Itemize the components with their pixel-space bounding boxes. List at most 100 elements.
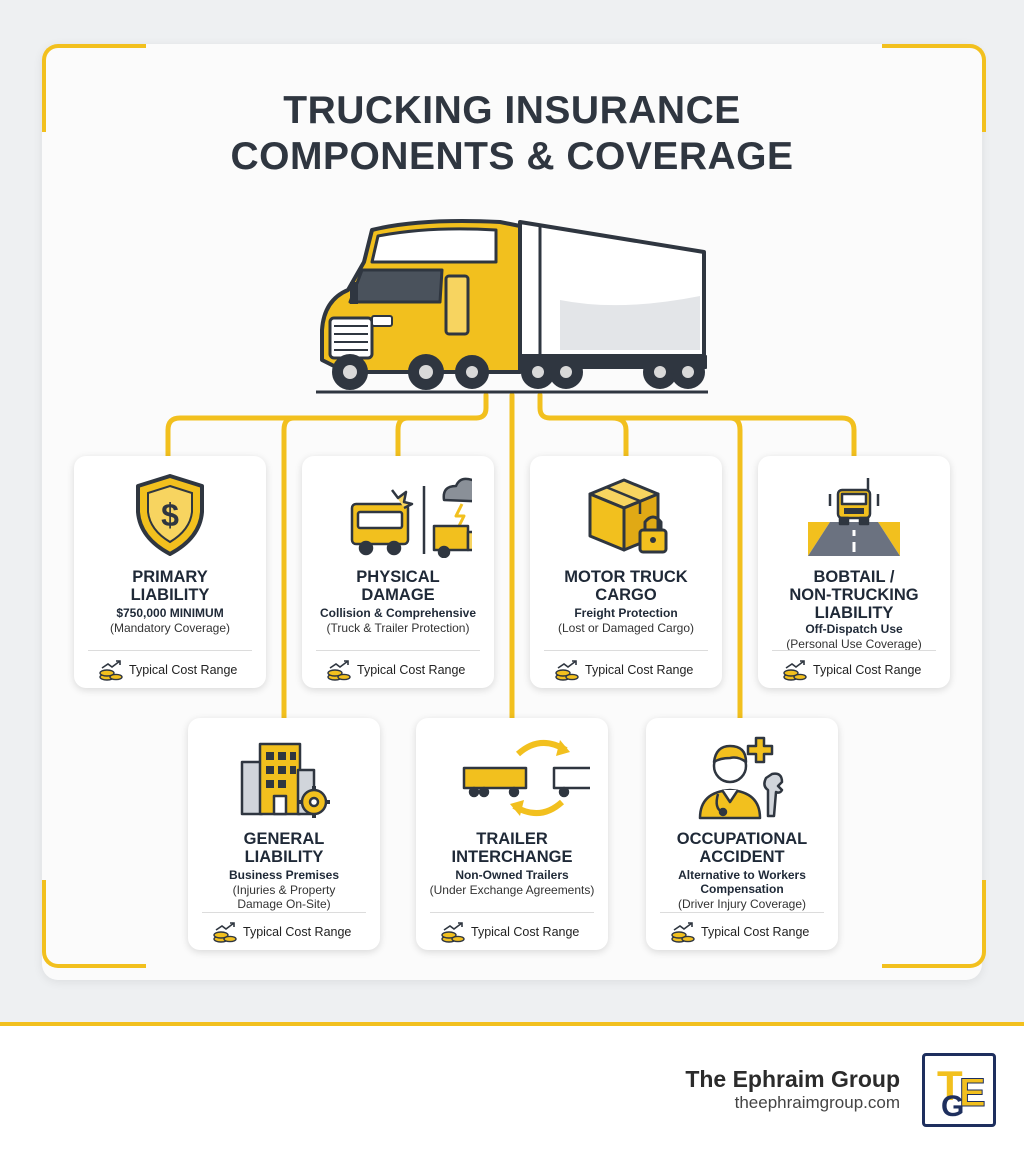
coins-trend-icon (671, 922, 695, 943)
connector-lines (165, 392, 857, 721)
card-description-line: Damage On-Site) (237, 897, 331, 911)
connector-line (281, 415, 479, 721)
corner-accent (42, 44, 146, 132)
card-description-line: (Personal Use Coverage) (786, 637, 922, 651)
card-subtitle: Off-Dispatch Use (764, 622, 944, 636)
coverage-card-occupational-accident: OCCUPATIONAL ACCIDENT Alternative to Wor… (646, 718, 838, 950)
collision-storm-icon (350, 477, 472, 558)
cost-range-row: Typical Cost Range (98, 658, 260, 682)
coins-trend-icon (555, 660, 579, 681)
card-title: MOTOR TRUCK CARGO (536, 568, 716, 604)
coverage-card-general-liability: GENERAL LIABILITY Business Premises (Inj… (188, 718, 380, 950)
card-title-line: PHYSICAL (356, 568, 440, 586)
cost-range-label: Typical Cost Range (471, 925, 580, 939)
card-description: (Personal Use Coverage) (764, 637, 944, 651)
svg-text:$: $ (161, 497, 179, 533)
card-divider (202, 912, 366, 913)
coverage-card-motor-truck-cargo: MOTOR TRUCK CARGO Freight Protection (Lo… (530, 456, 722, 688)
card-divider (660, 912, 824, 913)
brand-name: The Ephraim Group (685, 1066, 900, 1092)
driver-medical-icon (698, 736, 784, 820)
trailer-swap-icon (462, 740, 590, 816)
card-title-line: LIABILITY (244, 848, 324, 866)
coverage-card-physical-damage: PHYSICAL DAMAGE Collision & Comprehensiv… (302, 456, 494, 688)
card-subtitle: Collision & Comprehensive (308, 606, 488, 620)
card-subtitle: $750,000 MINIMUM (80, 606, 260, 620)
card-title-line: LIABILITY (814, 604, 894, 622)
card-title-line: PRIMARY (132, 568, 208, 586)
cost-range-label: Typical Cost Range (357, 663, 466, 677)
card-title: TRAILER INTERCHANGE (422, 830, 602, 866)
card-title-line: ACCIDENT (699, 848, 785, 866)
card-description: (Lost or Damaged Cargo) (536, 621, 716, 635)
card-subtitle-line: Freight Protection (574, 606, 678, 620)
company-logo-mark: T G E (929, 1060, 989, 1123)
card-title-line: CARGO (595, 586, 657, 604)
connector-line (547, 415, 857, 459)
cost-range-label: Typical Cost Range (585, 663, 694, 677)
card-description: (Injuries & Property Damage On-Site) (194, 883, 374, 911)
card-description: (Mandatory Coverage) (80, 621, 260, 635)
coverage-card-trailer-interchange: TRAILER INTERCHANGE Non-Owned Trailers (… (416, 718, 608, 950)
card-subtitle-line: Non-Owned Trailers (455, 868, 569, 882)
card-title: OCCUPATIONAL ACCIDENT (652, 830, 832, 866)
logo-letter: T (937, 1062, 963, 1109)
connector-line (165, 392, 489, 459)
card-subtitle-line: Compensation (700, 882, 784, 896)
card-description-line: (Driver Injury Coverage) (677, 897, 807, 911)
footer (0, 1026, 1024, 1154)
building-gear-icon (240, 742, 330, 818)
card-description-line: (Mandatory Coverage) (109, 621, 231, 635)
card-subtitle-line: $750,000 MINIMUM (116, 606, 224, 620)
cost-range-row: Typical Cost Range (554, 658, 716, 682)
card-description-line: (Lost or Damaged Cargo) (557, 621, 695, 635)
cargo-box-lock-icon (588, 478, 668, 554)
card-title-line: GENERAL (243, 830, 325, 848)
cost-range-row: Typical Cost Range (326, 658, 488, 682)
cost-range-label: Typical Cost Range (243, 925, 352, 939)
card-subtitle-line: Alternative to Workers (678, 868, 806, 882)
card-title: GENERAL LIABILITY (194, 830, 374, 866)
coins-trend-icon (441, 922, 465, 943)
card-subtitle: Non-Owned Trailers (422, 868, 602, 882)
card-divider (88, 650, 252, 651)
shield-dollar-icon: $ (136, 474, 204, 556)
card-title-line: OCCUPATIONAL (676, 830, 808, 848)
card-title-line: TRAILER (476, 830, 548, 848)
cost-range-row: Typical Cost Range (440, 920, 602, 944)
card-title: BOBTAIL / NON-TRUCKING LIABILITY (764, 568, 944, 622)
card-title-line: MOTOR TRUCK (564, 568, 688, 586)
cost-range-row: Typical Cost Range (670, 920, 832, 944)
coins-trend-icon (99, 660, 123, 681)
title-line: TRUCKING INSURANCE (283, 89, 741, 132)
cost-range-row: Typical Cost Range (212, 920, 374, 944)
connector-line (395, 415, 479, 459)
card-divider (316, 650, 480, 651)
coins-trend-icon (783, 660, 807, 681)
card-description-line: (Truck & Trailer Protection) (326, 621, 470, 635)
card-divider (544, 650, 708, 651)
card-subtitle: Business Premises (194, 868, 374, 882)
coverage-card-bobtail-liability: BOBTAIL / NON-TRUCKING LIABILITY Off-Dis… (758, 456, 950, 688)
card-title-line: LIABILITY (130, 586, 210, 604)
card-title-line: NON-TRUCKING (789, 586, 919, 604)
bobtail-road-icon (808, 478, 900, 556)
card-divider (772, 650, 936, 651)
corner-accent (42, 880, 146, 968)
brand-url: theephraimgroup.com (734, 1093, 900, 1112)
logo-letter: E (959, 1071, 986, 1115)
card-title-line: DAMAGE (361, 586, 435, 604)
card-subtitle-line: Off-Dispatch Use (805, 622, 903, 636)
corner-accent (882, 880, 986, 968)
card-title: PRIMARY LIABILITY (80, 568, 260, 604)
coverage-card-primary-liability: $ PRIMARY LIABILITY $750,000 MINIMUM (Ma… (74, 456, 266, 688)
cost-range-label: Typical Cost Range (129, 663, 238, 677)
card-subtitle-line: Collision & Comprehensive (319, 606, 477, 620)
card-divider (430, 912, 594, 913)
card-title-line: INTERCHANGE (451, 848, 573, 866)
connector-line (537, 392, 629, 459)
semi-truck-icon (316, 219, 708, 394)
card-description: (Truck & Trailer Protection) (308, 621, 488, 635)
card-description: (Driver Injury Coverage) (652, 897, 832, 911)
logo-letter: G (941, 1090, 964, 1123)
